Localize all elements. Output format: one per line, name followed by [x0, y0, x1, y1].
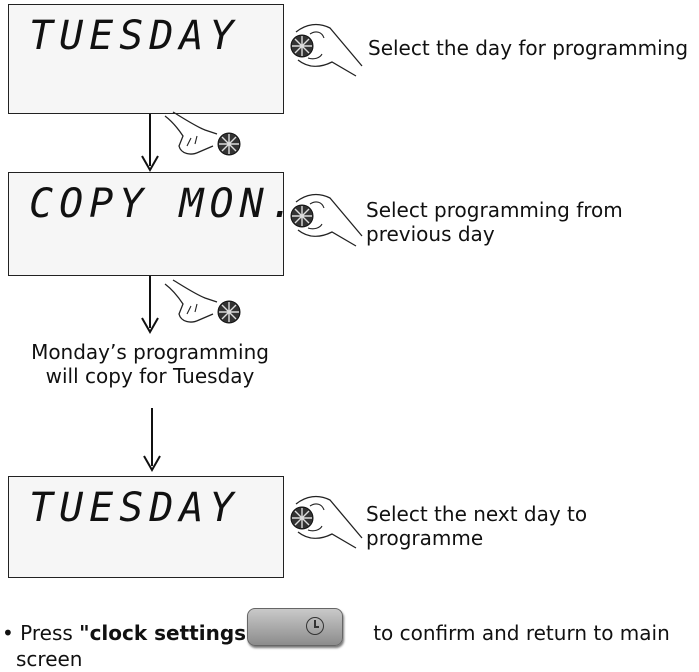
step-2-instruction: Select programming from previous day	[366, 198, 623, 246]
bullet: •	[2, 621, 14, 645]
lcd-text: COPY MON.	[29, 181, 300, 227]
dial-turn-icon	[290, 495, 363, 549]
lcd-display-1: TUESDAY	[8, 4, 284, 114]
down-arrow-3	[143, 408, 161, 473]
press-text: Press	[20, 621, 73, 645]
footer-instruction: • Press "clock settings" to confirm and …	[2, 620, 670, 672]
dial-turn-icon	[290, 193, 363, 247]
step-3-instruction: Select the next day to programme	[366, 502, 588, 550]
clock-icon	[306, 617, 324, 635]
dial-press-icon	[164, 111, 241, 156]
lcd-text: TUESDAY	[29, 485, 240, 531]
step-1-instruction: Select the day for programming	[368, 36, 689, 60]
button-name: "clock settings"	[79, 621, 257, 645]
dial-press-icon	[164, 279, 241, 324]
dial-turn-icon	[290, 23, 363, 77]
down-arrow-2	[141, 276, 159, 335]
copy-caption: Monday’s programming will copy for Tuesd…	[31, 340, 269, 388]
lcd-display-3: TUESDAY	[8, 476, 284, 578]
after-button-text: to confirm and return to main	[373, 621, 670, 645]
down-arrow-1	[141, 114, 159, 173]
lcd-display-2: COPY MON.	[8, 172, 294, 276]
clock-settings-button[interactable]	[247, 608, 343, 646]
lcd-text: TUESDAY	[29, 13, 240, 59]
continuation-text: screen	[16, 647, 83, 671]
